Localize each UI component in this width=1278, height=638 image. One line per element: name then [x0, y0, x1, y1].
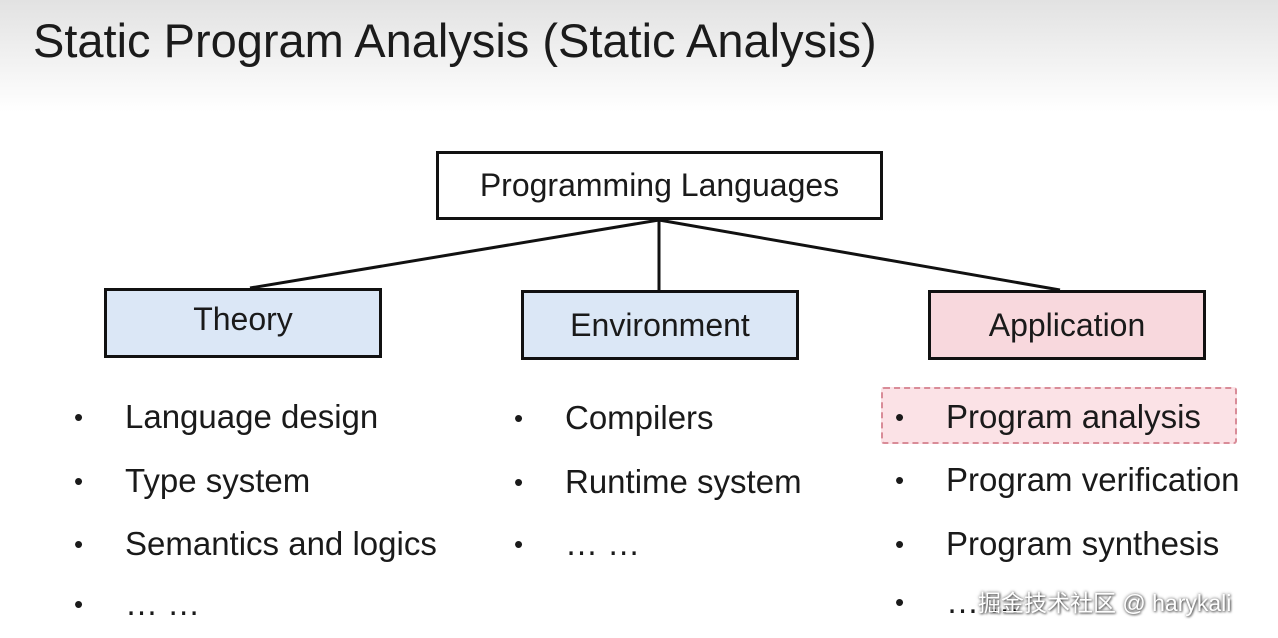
bullet: •	[74, 466, 84, 496]
programming-languages-box: Programming Languages	[436, 151, 883, 220]
program-analysis-highlight	[881, 387, 1237, 444]
bullet: •	[514, 467, 524, 497]
slide-title: Static Program Analysis (Static Analysis…	[33, 14, 877, 67]
bullet: •	[74, 589, 84, 619]
connector-to-theory	[249, 218, 660, 290]
application-item-program-analysis: Program analysis	[946, 398, 1201, 435]
environment-box: Environment	[521, 290, 799, 360]
bullet: •	[74, 402, 84, 432]
bullet: •	[514, 403, 524, 433]
theory-item-ellipsis: … …	[125, 585, 201, 622]
theory-box: Theory	[104, 288, 382, 358]
environment-item-ellipsis: … …	[565, 525, 641, 562]
bullet: •	[895, 529, 905, 559]
theory-item-language-design: Language design	[125, 398, 379, 435]
theory-item-type-system: Type system	[125, 462, 311, 499]
bullet: •	[895, 587, 905, 617]
connector-to-application	[658, 218, 1061, 292]
environment-item-runtime: Runtime system	[565, 463, 802, 500]
environment-item-compilers: Compilers	[565, 399, 714, 436]
application-item-program-verification: Program verification	[946, 461, 1240, 498]
application-item-ellipsis: … …	[946, 583, 1022, 620]
title-band	[0, 0, 1278, 112]
bullet: •	[895, 465, 905, 495]
watermark: 掘金技术社区 @ harykali	[978, 590, 1232, 616]
theory-item-semantics: Semantics and logics	[125, 525, 437, 562]
application-box: Application	[928, 290, 1206, 360]
bullet: •	[74, 529, 84, 559]
bullet: •	[895, 402, 905, 432]
bullet: •	[514, 529, 524, 559]
application-item-program-synthesis: Program synthesis	[946, 525, 1220, 562]
